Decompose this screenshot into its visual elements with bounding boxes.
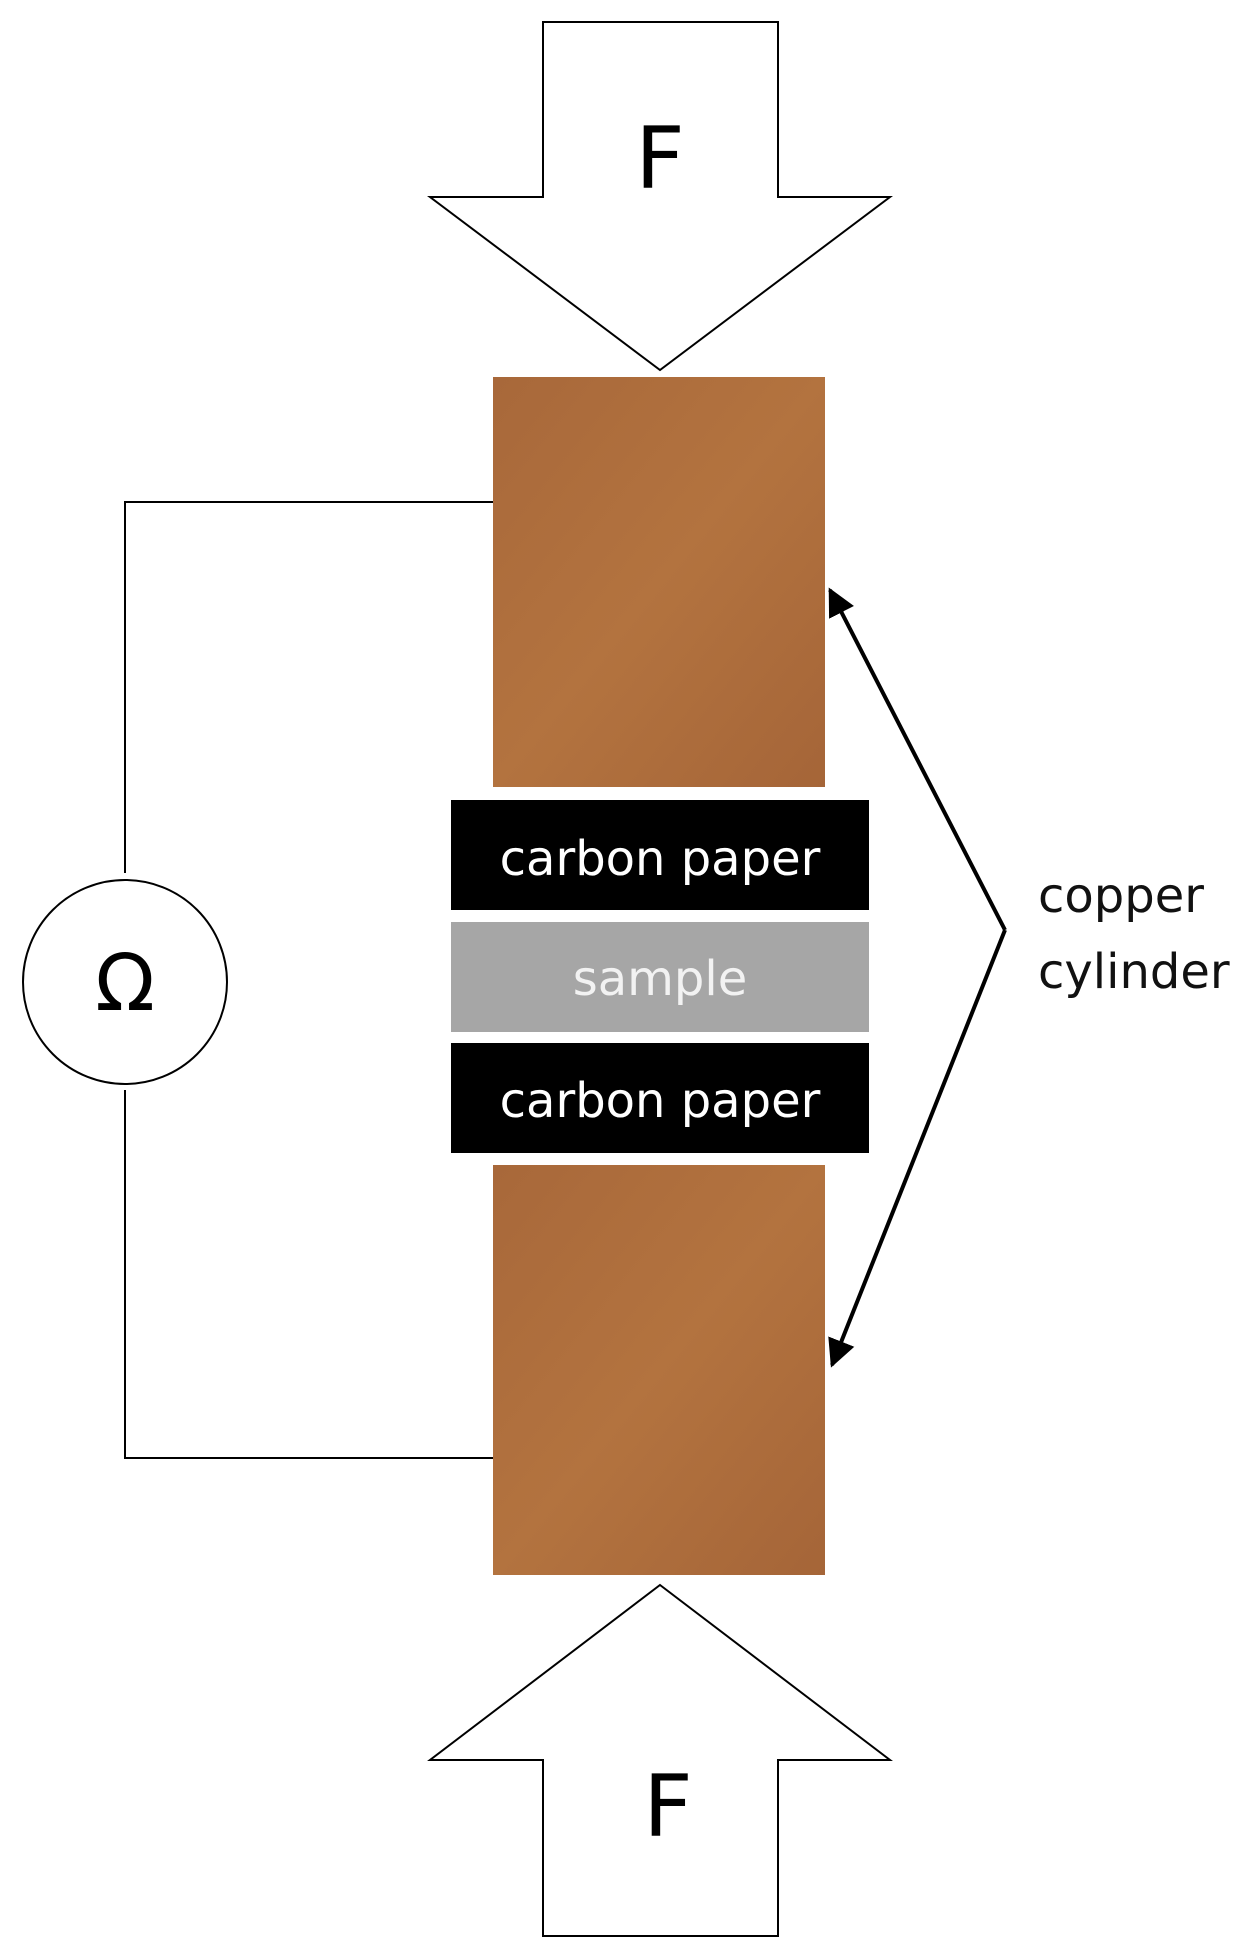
ohm-symbol: Ω <box>95 939 155 1029</box>
callout-arrow-upper <box>828 587 1007 931</box>
sample-label: sample <box>573 951 748 1007</box>
bottom-carbon-paper-layer: carbon paper <box>451 1043 869 1153</box>
sample-layer: sample <box>451 922 869 1032</box>
top-force-arrow: F <box>427 21 893 372</box>
bottom-force-arrow-shape <box>427 1583 893 1937</box>
bottom-force-label: F <box>643 1757 692 1857</box>
ohmmeter-circuit <box>124 501 493 1459</box>
copper-label-line1: copper <box>1038 868 1204 924</box>
ohmmeter-circle <box>22 879 228 1085</box>
copper-cylinder-label: copper cylinder <box>1038 868 1230 1000</box>
top-carbon-paper <box>451 800 869 910</box>
top-force-arrow-shape <box>427 21 893 372</box>
lower-wire <box>124 1090 493 1459</box>
callout-arrow-lower <box>828 929 1007 1368</box>
copper-label-line2: cylinder <box>1038 944 1230 1000</box>
upper-copper-cylinder <box>493 377 825 787</box>
copper-callout-arrows <box>828 587 1007 1368</box>
sample <box>451 922 869 1032</box>
bottom-force-arrow: F <box>427 1583 893 1937</box>
lower-copper-cylinder <box>493 1165 825 1575</box>
bottom-carbon-paper <box>451 1043 869 1153</box>
top-carbon-paper-label: carbon paper <box>500 831 821 887</box>
top-force-label: F <box>635 109 684 209</box>
upper-wire <box>124 501 493 873</box>
bottom-carbon-paper-label: carbon paper <box>500 1073 821 1129</box>
ohmmeter: Ω <box>22 879 228 1085</box>
top-carbon-paper-layer: carbon paper <box>451 800 869 910</box>
